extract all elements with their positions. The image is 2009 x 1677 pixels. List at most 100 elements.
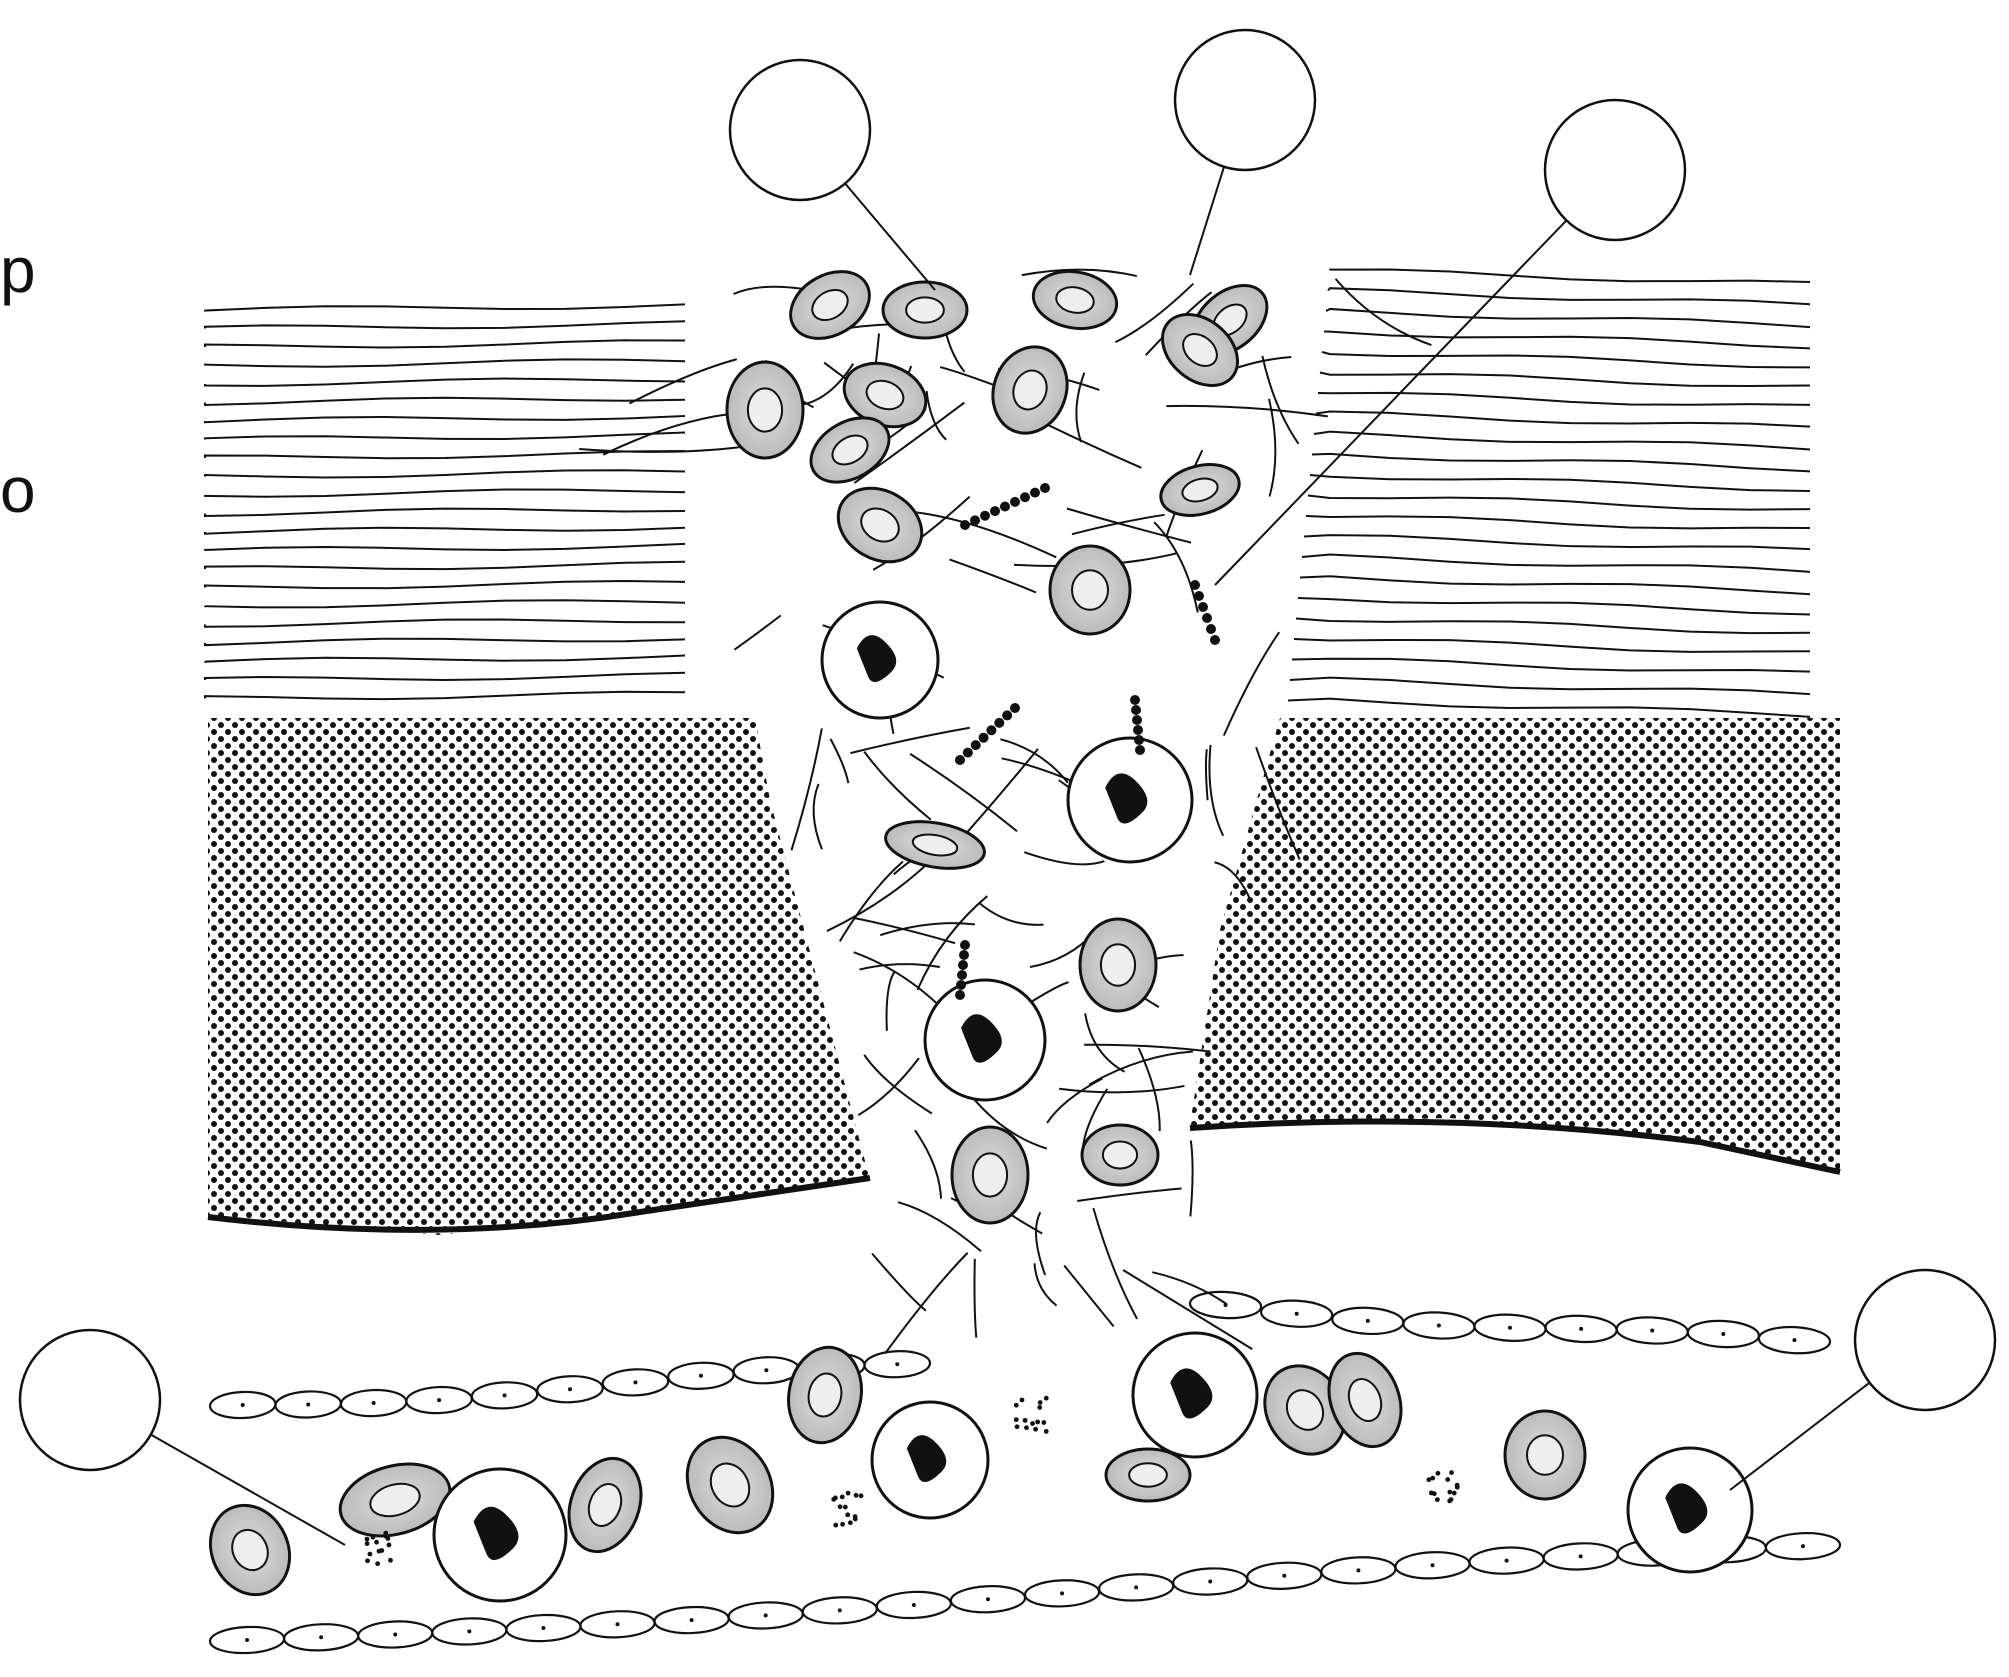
blood-vessel — [210, 1290, 1841, 1654]
red-blood-cell — [825, 474, 935, 577]
fibrin-strand — [1035, 1263, 1057, 1305]
fiber-line — [1314, 432, 1810, 450]
fiber-line — [205, 416, 685, 422]
endothelial-cell-bottom-nucleus — [690, 1618, 694, 1622]
fiber-line — [1300, 576, 1810, 594]
fibrin-strand — [1093, 1208, 1137, 1319]
fiber-line — [205, 562, 685, 569]
fibrin-strand — [1269, 399, 1275, 497]
fiber-line — [205, 470, 685, 477]
fibrin-strand — [854, 952, 943, 1008]
fibrin-strand — [980, 903, 1044, 924]
fiber-line — [205, 432, 685, 439]
red-blood-cell — [952, 1127, 1028, 1223]
fibrin-strand — [1084, 1045, 1210, 1052]
fibrin-strand — [1190, 1141, 1192, 1217]
fiber-line — [205, 340, 685, 347]
fiber-line — [1326, 309, 1810, 327]
fibrin-strand — [1224, 632, 1279, 735]
fibrin-strand — [927, 391, 947, 440]
white-blood-cell — [822, 602, 938, 718]
endothelial-cell-bottom-nucleus — [393, 1632, 397, 1636]
fibrin-strand — [915, 1130, 941, 1199]
endothelial-cell-top-nucleus — [1650, 1328, 1654, 1332]
endothelial-cell-top-nucleus — [1295, 1312, 1299, 1316]
fibrin-strand — [1059, 1086, 1184, 1092]
fiber-line — [1298, 598, 1810, 614]
red-blood-cell — [779, 258, 882, 352]
callout-leader-line — [1190, 167, 1224, 275]
endothelial-cell-bottom-nucleus — [1134, 1585, 1138, 1589]
fiber-line — [205, 379, 685, 386]
red-blood-cell — [727, 362, 803, 458]
fibrin-strand — [858, 1058, 919, 1115]
callout-circle — [730, 60, 870, 200]
callout-leader-line — [1215, 220, 1566, 585]
fiber-line — [205, 600, 685, 607]
fiber-line — [1312, 454, 1810, 472]
callout-leader-line — [1730, 1383, 1870, 1490]
fiber-line — [205, 490, 685, 497]
red-blood-cell — [883, 282, 967, 338]
red-blood-cell — [1082, 1125, 1158, 1185]
callout-circle — [1175, 30, 1315, 170]
dermis-fibers — [205, 269, 1810, 716]
white-blood-cell — [1133, 1333, 1257, 1457]
endothelial-cell-top-nucleus — [764, 1368, 768, 1372]
fiber-line — [1330, 269, 1810, 282]
fibrin-strand — [814, 784, 822, 849]
red-blood-cell — [1106, 1449, 1190, 1501]
endothelial-cell-top-nucleus — [1437, 1323, 1441, 1327]
endothelial-cell-top-nucleus — [1366, 1319, 1370, 1323]
red-blood-cell — [1505, 1411, 1585, 1499]
endothelial-cell-bottom-nucleus — [1208, 1580, 1212, 1584]
bacteria-chain — [960, 483, 1050, 530]
fiber-line — [1306, 516, 1810, 528]
endothelial-cell-bottom-nucleus — [245, 1638, 249, 1642]
platelet-cluster — [1426, 1470, 1459, 1503]
endothelial-cell-bottom-nucleus — [912, 1603, 916, 1607]
fiber-line — [1308, 496, 1810, 510]
fiber-line — [205, 304, 685, 310]
endothelial-cell-bottom-nucleus — [838, 1608, 842, 1612]
dotted-tissue-right — [1190, 718, 1840, 1170]
callout-2 — [1175, 30, 1315, 275]
callout-1 — [730, 60, 935, 290]
endothelial-cell-top-nucleus — [1579, 1327, 1583, 1331]
endothelial-cell-top-nucleus — [241, 1403, 245, 1407]
fibrin-strand — [1036, 1212, 1045, 1275]
fibrin-strand — [1166, 406, 1327, 416]
fiber-line — [1328, 288, 1810, 304]
fiber-line — [205, 581, 685, 588]
endothelial-cell-bottom-nucleus — [541, 1626, 545, 1630]
endothelial-cell-bottom-nucleus — [1282, 1574, 1286, 1578]
fiber-line — [1288, 699, 1810, 717]
callout-circle — [1855, 1270, 1995, 1410]
endothelial-cell-top-nucleus — [1792, 1338, 1796, 1342]
callout-4 — [20, 1330, 345, 1545]
fiber-line — [1294, 639, 1810, 652]
fiber-line — [205, 620, 685, 627]
endothelial-cell-top-nucleus — [372, 1401, 376, 1405]
endothelial-cell-bottom-nucleus — [1801, 1544, 1805, 1548]
fibrin-strand — [1154, 522, 1198, 612]
fibrin-strand — [1064, 1266, 1113, 1327]
bacteria-chain — [955, 703, 1020, 765]
fiber-line — [205, 673, 685, 680]
fiber-line — [205, 692, 685, 699]
fibrin-strand — [1024, 852, 1104, 864]
fibrin-strand — [830, 739, 848, 783]
fiber-line — [205, 359, 685, 366]
endothelial-cell-top-nucleus — [1508, 1326, 1512, 1330]
platelet-cluster — [1014, 1396, 1049, 1434]
fibrin-strand — [1047, 1078, 1102, 1122]
endothelial-cell-bottom-nucleus — [1505, 1559, 1509, 1563]
endothelial-cell-top-nucleus — [699, 1374, 703, 1378]
fiber-line — [205, 509, 685, 516]
fiber-line — [1302, 555, 1810, 572]
endothelial-cell-top-nucleus — [895, 1362, 899, 1366]
fiber-line — [205, 321, 685, 328]
fiber-line — [1310, 475, 1810, 491]
fiber-line — [1290, 678, 1810, 695]
fibrin-strand — [734, 616, 780, 650]
